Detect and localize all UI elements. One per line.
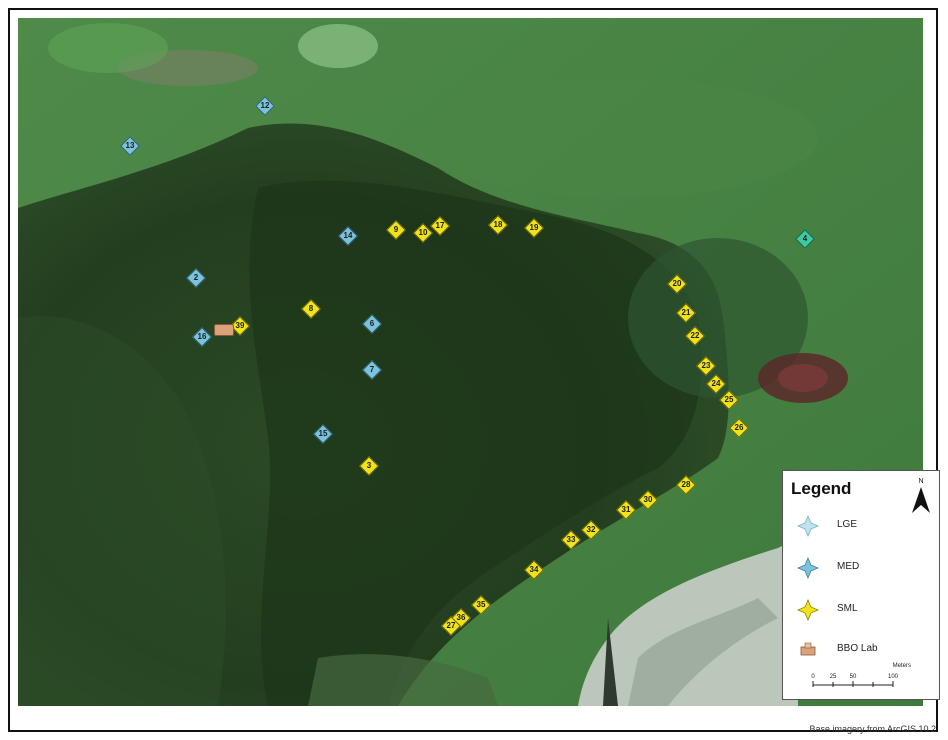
map-legend: Legend N LGE MED SML BBO Lab Meters 0 [782, 470, 940, 700]
marker-number: 16 [197, 332, 207, 341]
legend-label-lge: LGE [837, 519, 858, 530]
marker-number: 15 [318, 429, 328, 438]
marker-number: 6 [369, 319, 375, 328]
marker-number: 20 [672, 279, 682, 288]
legend-item-bbo-lab: BBO Lab [791, 637, 931, 663]
marker-number: 7 [369, 365, 375, 374]
scale-tick-100: 100 [888, 674, 899, 680]
survey-marker-sml-31[interactable]: 31 [616, 500, 636, 520]
legend-title: Legend [791, 479, 852, 498]
cross-blue-icon [797, 557, 819, 579]
marker-number: 34 [529, 565, 539, 574]
scale-bar: Meters 0 25 50 100 [809, 663, 917, 695]
marker-number: 35 [476, 600, 486, 609]
cross-yellow-icon [797, 599, 819, 621]
marker-number: 23 [701, 361, 711, 370]
marker-number: 12 [260, 101, 270, 110]
survey-marker-sml-28[interactable]: 28 [676, 475, 696, 495]
legend-label-sml: SML [837, 603, 858, 614]
survey-marker-sml-39[interactable]: 39 [230, 316, 250, 336]
marker-number: 24 [711, 379, 721, 388]
survey-marker-sml-20[interactable]: 20 [667, 274, 687, 294]
survey-marker-med-7[interactable]: 7 [362, 360, 382, 380]
marker-number: 33 [566, 535, 576, 544]
marker-number: 36 [456, 613, 466, 622]
survey-marker-lge-4[interactable]: 4 [795, 229, 815, 249]
marker-number: 25 [724, 395, 734, 404]
building-tan-icon [800, 642, 816, 656]
marker-number: 17 [435, 221, 445, 230]
marker-number: 39 [235, 321, 245, 330]
marker-number: 19 [529, 223, 539, 232]
survey-marker-sml-10[interactable]: 10 [413, 223, 433, 243]
survey-marker-sml-21[interactable]: 21 [676, 303, 696, 323]
survey-marker-med-13[interactable]: 13 [120, 136, 140, 156]
marker-number: 3 [366, 461, 372, 470]
survey-marker-sml-23[interactable]: 23 [696, 356, 716, 376]
legend-item-med: MED [791, 555, 931, 581]
survey-marker-sml-25[interactable]: 25 [719, 390, 739, 410]
marker-number: 27 [446, 621, 456, 630]
marker-number: 8 [308, 304, 314, 313]
marker-number: 30 [643, 495, 653, 504]
survey-marker-sml-17[interactable]: 17 [430, 216, 450, 236]
survey-marker-med-16[interactable]: 16 [192, 327, 212, 347]
survey-marker-sml-9[interactable]: 9 [386, 220, 406, 240]
legend-label-bbo-lab: BBO Lab [837, 643, 878, 654]
marker-number: 32 [586, 525, 596, 534]
marker-number: 14 [343, 231, 353, 240]
marker-number: 4 [802, 234, 808, 243]
marker-number: 28 [681, 480, 691, 489]
marker-number: 18 [493, 220, 503, 229]
survey-marker-sml-34[interactable]: 34 [524, 560, 544, 580]
survey-marker-sml-19[interactable]: 19 [524, 218, 544, 238]
marker-number: 22 [690, 331, 700, 340]
marker-number: 21 [681, 308, 691, 317]
survey-marker-sml-32[interactable]: 32 [581, 520, 601, 540]
survey-marker-sml-24[interactable]: 24 [706, 374, 726, 394]
scale-bar-graphic: 0 25 50 100 [811, 674, 899, 687]
marker-number: 26 [734, 423, 744, 432]
imagery-credit: Base imagery from ArcGIS 10.2 [809, 724, 936, 734]
marker-number: 13 [125, 141, 135, 150]
survey-marker-sml-27[interactable]: 27 [441, 616, 461, 636]
survey-marker-med-14[interactable]: 14 [338, 226, 358, 246]
survey-marker-sml-22[interactable]: 22 [685, 326, 705, 346]
survey-marker-med-6[interactable]: 6 [362, 314, 382, 334]
survey-marker-sml-30[interactable]: 30 [638, 490, 658, 510]
legend-item-sml: SML [791, 597, 931, 623]
survey-marker-med-15[interactable]: 15 [313, 424, 333, 444]
marker-number: 31 [621, 505, 631, 514]
scale-tick-0: 0 [811, 674, 815, 680]
survey-marker-sml-26[interactable]: 26 [729, 418, 749, 438]
survey-marker-sml-8[interactable]: 8 [301, 299, 321, 319]
north-label: N [918, 478, 923, 485]
marker-number: 9 [393, 225, 399, 234]
survey-marker-sml-3[interactable]: 3 [359, 456, 379, 476]
survey-marker-med-2[interactable]: 2 [186, 268, 206, 288]
legend-label-med: MED [837, 561, 860, 572]
survey-marker-med-12[interactable]: 12 [255, 96, 275, 116]
bbo-lab-building[interactable] [214, 324, 234, 336]
scale-units: Meters [892, 663, 911, 669]
scale-tick-50: 50 [850, 674, 857, 680]
survey-marker-sml-33[interactable]: 33 [561, 530, 581, 550]
survey-marker-sml-18[interactable]: 18 [488, 215, 508, 235]
legend-item-lge: LGE [791, 513, 931, 539]
survey-marker-sml-36[interactable]: 36 [451, 608, 471, 628]
marker-number: 10 [418, 228, 428, 237]
marker-number: 2 [193, 273, 199, 282]
north-arrow-icon: N [912, 478, 930, 513]
scale-tick-25: 25 [830, 674, 837, 680]
cross-light-blue-icon [797, 515, 819, 537]
survey-marker-sml-35[interactable]: 35 [471, 595, 491, 615]
